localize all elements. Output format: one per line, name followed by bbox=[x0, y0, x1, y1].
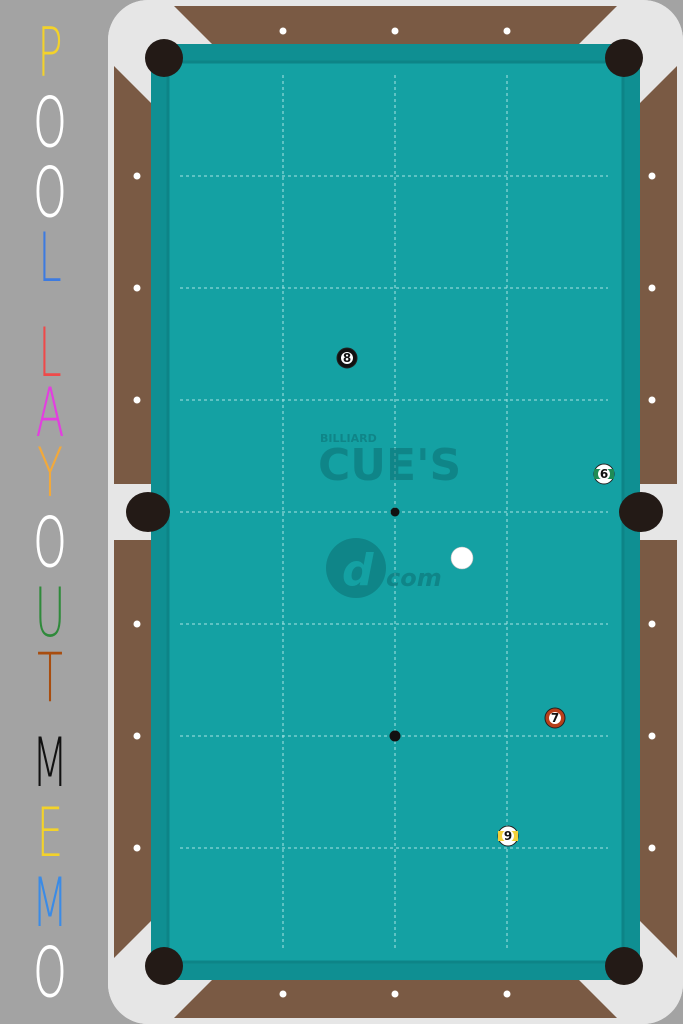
corner-pocket bbox=[605, 39, 643, 77]
side-pocket-right bbox=[619, 492, 663, 532]
ball-number-circle bbox=[598, 468, 610, 480]
corner-pocket bbox=[145, 947, 183, 985]
corner-pocket bbox=[145, 39, 183, 77]
ball-number: 9 bbox=[504, 829, 512, 843]
title-letter-text: A bbox=[35, 374, 65, 453]
diamond-marker bbox=[133, 396, 141, 404]
title-letter-text: O bbox=[33, 154, 67, 233]
logo-d-letter: d bbox=[342, 545, 374, 596]
diamond-marker bbox=[391, 990, 399, 998]
ball-number: 7 bbox=[551, 711, 559, 725]
title-letter-text: O bbox=[33, 504, 67, 583]
title-letter: O bbox=[23, 84, 77, 163]
diamond-marker bbox=[648, 732, 656, 740]
foot-spot bbox=[389, 730, 401, 742]
pool-table: BILLIARD CUE'S d com 8 6 7 9 bbox=[108, 0, 683, 1024]
title-letter: L bbox=[31, 320, 69, 388]
ball-number: 6 bbox=[600, 467, 608, 481]
logo-main-text: CUE'S bbox=[318, 440, 461, 491]
diamond-marker bbox=[133, 732, 141, 740]
diamond-marker bbox=[503, 27, 511, 35]
ball-number: 8 bbox=[343, 351, 351, 365]
diamond-marker bbox=[279, 990, 287, 998]
logo-com-text: com bbox=[386, 564, 442, 592]
title-letter-text: O bbox=[33, 84, 67, 163]
watermark-logo: BILLIARD CUE'S d com bbox=[318, 432, 461, 598]
diamond-marker bbox=[648, 620, 656, 628]
cue-ball[interactable] bbox=[450, 546, 474, 570]
title-letter-text: M bbox=[31, 864, 69, 943]
title-letter: T bbox=[29, 645, 71, 713]
title-letter: O bbox=[23, 154, 77, 233]
logo-small-text: BILLIARD bbox=[320, 432, 377, 445]
diamond-marker bbox=[648, 396, 656, 404]
logo-d-circle bbox=[326, 538, 386, 598]
diamond-marker bbox=[648, 172, 656, 180]
ball-9[interactable]: 9 bbox=[497, 825, 519, 847]
ball-number-circle bbox=[502, 830, 514, 842]
felt-grid bbox=[180, 75, 608, 950]
diamond-marker bbox=[391, 27, 399, 35]
title-letter-text: M bbox=[31, 724, 69, 803]
title-letter: E bbox=[29, 800, 72, 868]
ball-number-circle bbox=[341, 352, 353, 364]
title-letter-text: Y bbox=[37, 434, 63, 513]
title-letter-text: T bbox=[37, 639, 63, 718]
title-letter-text: P bbox=[37, 14, 63, 93]
title-letter: L bbox=[31, 225, 69, 293]
title-letter-text: E bbox=[36, 794, 64, 873]
diamond-marker bbox=[648, 284, 656, 292]
side-pocket-left bbox=[126, 492, 170, 532]
title-letter-text: U bbox=[34, 574, 66, 653]
center-spot bbox=[390, 507, 400, 517]
title-letter: O bbox=[23, 504, 77, 583]
diamond-marker bbox=[133, 284, 141, 292]
pool-table-svg: BILLIARD CUE'S d com 8 6 7 9 bbox=[108, 0, 683, 1024]
pockets bbox=[126, 39, 663, 985]
title-letter: U bbox=[25, 580, 75, 648]
ball-7[interactable]: 7 bbox=[544, 707, 566, 729]
diamond-marker bbox=[648, 844, 656, 852]
ball-8[interactable]: 8 bbox=[336, 347, 358, 369]
title-letter: Y bbox=[29, 440, 71, 508]
ball-6[interactable]: 6 bbox=[593, 463, 615, 485]
title-letter-text: L bbox=[38, 314, 62, 393]
title-letter: O bbox=[23, 934, 77, 1013]
diamond-marker bbox=[279, 27, 287, 35]
corner-pocket bbox=[605, 947, 643, 985]
diamond-marker bbox=[133, 844, 141, 852]
diamond-marker bbox=[503, 990, 511, 998]
balls: 8 6 7 9 bbox=[336, 347, 615, 847]
title-letter: A bbox=[27, 380, 74, 448]
title-letter: M bbox=[21, 870, 80, 938]
title-letter-text: L bbox=[38, 219, 62, 298]
diamond-marker bbox=[133, 620, 141, 628]
diamond-marker bbox=[133, 172, 141, 180]
title-letter: M bbox=[21, 730, 80, 798]
ball-number-circle bbox=[549, 712, 561, 724]
title-letter-text: O bbox=[33, 934, 67, 1013]
diamonds bbox=[133, 27, 656, 998]
title-letter: P bbox=[29, 20, 70, 88]
